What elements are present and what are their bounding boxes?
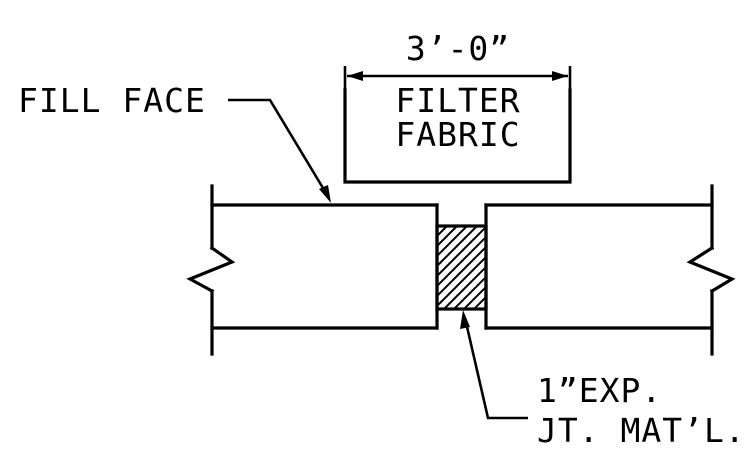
right-slab	[484, 184, 736, 356]
filter-fabric-bracket	[343, 88, 572, 184]
fill-face-label: FILL FACE	[18, 81, 206, 120]
dimension-arrow-right	[552, 71, 568, 81]
dimension-arrow-left	[347, 71, 363, 81]
dimension-line	[343, 66, 572, 90]
filter-fabric-label-line1: FILTER	[395, 81, 520, 120]
joint-material-leader	[463, 317, 528, 420]
dimension-label: 3’-0”	[406, 29, 510, 68]
filter-fabric-label-line2: FABRIC	[395, 115, 520, 154]
joint-material-label-line1: 1”EXP.	[537, 371, 662, 410]
left-slab	[186, 184, 439, 356]
expansion-joint-material	[435, 224, 488, 311]
fill-face-arrowhead	[319, 185, 331, 203]
fill-face-leader	[228, 98, 331, 199]
joint-material-label-line2: JT. MAT’L.	[537, 411, 746, 450]
joint-material-arrowhead	[460, 310, 470, 329]
